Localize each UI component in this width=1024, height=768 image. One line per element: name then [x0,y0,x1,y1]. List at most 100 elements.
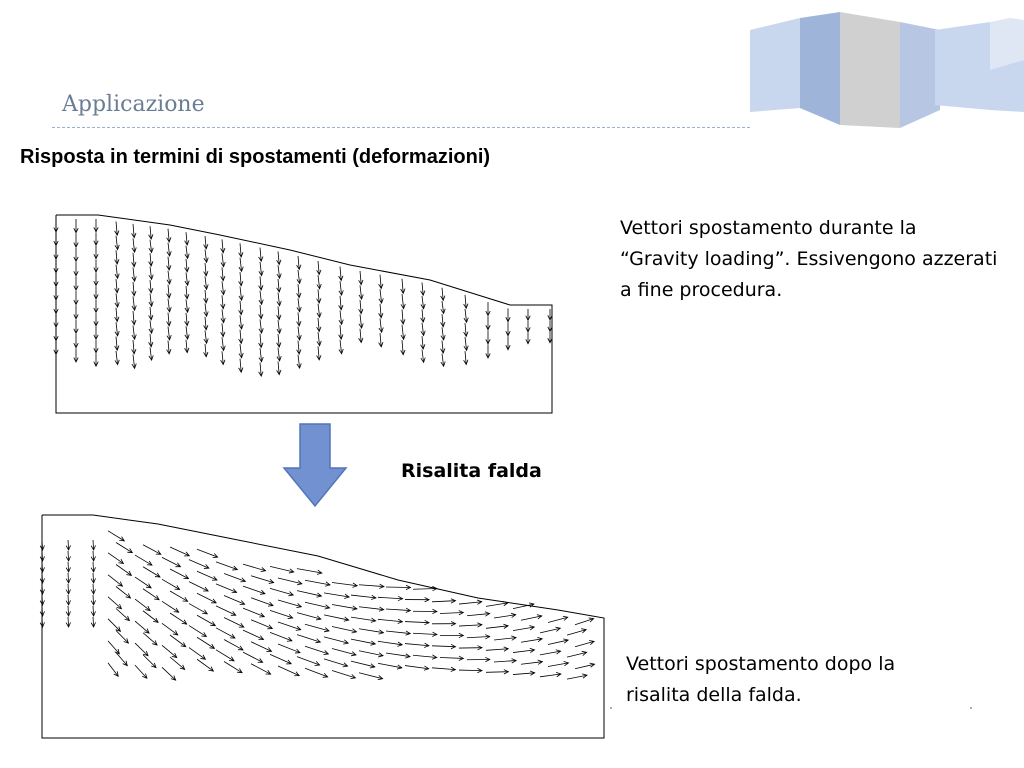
displacement-vector [169,656,186,670]
displacement-vector [39,550,45,562]
displacement-vector [420,282,426,297]
displacement-vector [242,563,267,573]
displacement-vector [250,597,274,607]
displacement-vector [316,317,322,333]
displacement-vector [512,670,536,676]
displacement-vector [485,601,509,607]
displacement-vector [148,239,154,254]
displacement-vector [276,265,282,280]
displacement-vector [73,290,79,306]
displacement-vector [184,326,190,340]
displacement-vector [412,631,438,637]
displacement-vector [277,599,303,609]
displacement-vector [338,339,344,355]
displacement-vector [114,336,120,352]
displacement-vector [412,654,438,660]
displacement-vector [142,632,158,646]
displacement-vector [547,331,553,344]
displacement-vector [115,542,134,554]
displacement-vector [520,636,544,643]
displacement-vector [520,659,544,665]
displacement-vector [115,630,130,644]
displacement-vector [65,561,71,573]
displacement-vector [107,574,124,587]
displacement-vector [276,306,282,321]
displacement-vector [358,606,385,612]
divider-dot [970,707,972,709]
displacement-vector [316,289,322,304]
displacement-vector [220,253,226,268]
displacement-vector [196,592,217,604]
displacement-vector [184,285,190,300]
displacement-vector [350,594,377,600]
displacement-vector [90,583,96,595]
displacement-vector [250,663,272,675]
displacement-vector [90,605,96,617]
displacement-vector [73,305,79,320]
displacement-vector [378,274,384,290]
displacement-vector [276,278,282,293]
displacement-vector [196,636,216,649]
displacement-vector [107,662,119,677]
displacement-vector [276,292,282,307]
displacement-vector [93,339,99,354]
displacement-vector [440,340,446,354]
displacement-vector [296,568,323,575]
displacement-vector [463,322,469,338]
displacement-vector [115,608,131,622]
displacement-vector [220,309,226,324]
displacement-vector [93,219,99,233]
displacement-vector [331,648,357,657]
displacement-vector [169,612,188,625]
displacement-vector [131,281,137,297]
displacement-vector [114,264,120,280]
displacement-vector [166,284,172,299]
displacement-vector [400,294,406,310]
displacement-vector [134,598,151,612]
displacement-vector [39,605,45,617]
displacement-vector [203,235,209,250]
displacement-vector [114,293,120,309]
displacement-vector [142,654,157,669]
displacement-vector [420,295,426,310]
displacement-vector [485,623,510,629]
displacement-vector [134,664,148,679]
displacement-vector [90,561,96,573]
displacement-vector [107,552,125,565]
displacement-vector [323,592,350,599]
displacement-vector [148,226,154,240]
displacement-vector [431,598,457,604]
displacement-vector [223,639,244,651]
displacement-vector [184,272,190,287]
displacement-vector [258,247,264,263]
displacement-vector [242,585,266,595]
displacement-vector [323,614,350,622]
displacement-vector [238,272,244,287]
displacement-vector [184,245,190,260]
displacement-vector [215,627,236,639]
displacement-vector [90,616,96,628]
displacement-vector [203,276,209,291]
displacement-vector [53,259,59,274]
displacement-vector [258,276,264,291]
displacement-vector [520,614,543,621]
water-rise-caption: Vettori spostamento dopo la risalita del… [626,653,896,706]
displacement-vector [73,233,79,248]
displacement-vector [350,638,377,646]
displacement-vector [203,316,209,331]
displacement-vector [250,641,273,652]
displacement-vector [188,581,209,592]
displacement-vector [358,270,364,286]
displacement-vector [400,324,406,341]
displacement-vector [296,284,302,299]
displacement-vector [220,323,226,338]
displacement-vector [458,645,483,651]
header-decoration [750,12,1024,128]
displacement-vector [466,656,491,663]
displacement-vector [90,539,96,551]
displacement-vector [512,625,536,631]
displacement-vector [114,307,120,323]
displacement-vector [114,279,120,294]
displacement-vector [107,640,120,655]
displacement-vector [148,320,154,335]
